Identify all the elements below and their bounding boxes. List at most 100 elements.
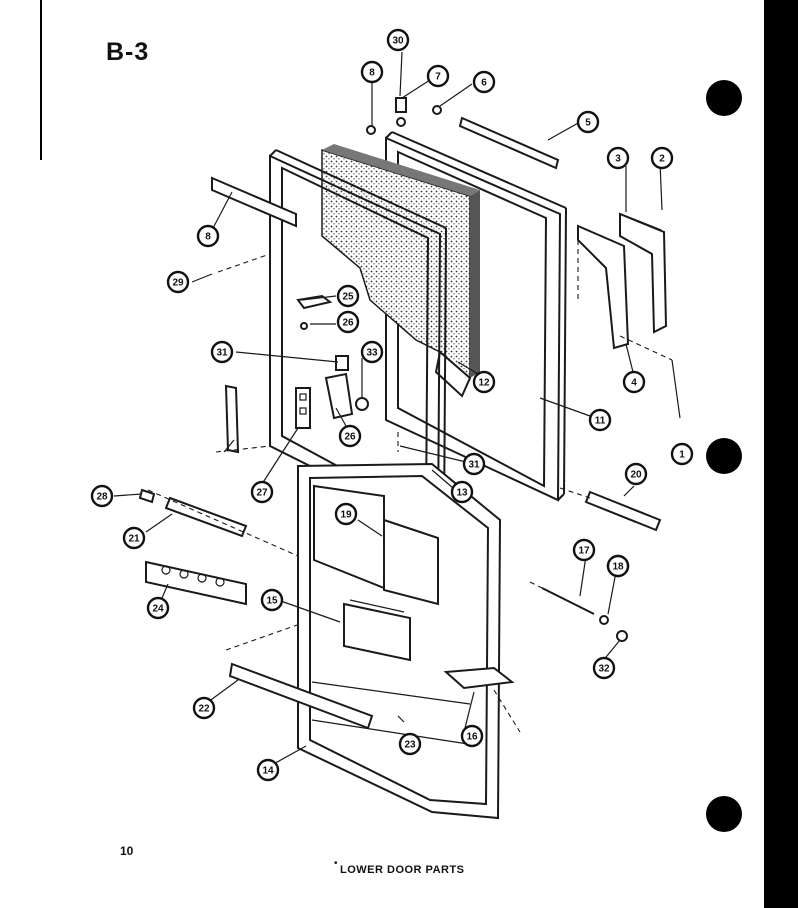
callout-3: 3 bbox=[606, 146, 630, 170]
callout-label: 13 bbox=[456, 488, 468, 499]
callout-circle bbox=[398, 732, 422, 756]
control-parts bbox=[224, 294, 369, 454]
callout-label: 20 bbox=[630, 470, 642, 481]
callout-6: 6 bbox=[472, 70, 496, 94]
callout-circle bbox=[572, 538, 596, 562]
hinge-pin bbox=[541, 587, 595, 615]
binder-hole-top bbox=[706, 80, 742, 116]
callout-label: 33 bbox=[366, 348, 378, 359]
callout-12: 12 bbox=[472, 370, 496, 394]
upper-left-trim bbox=[211, 176, 297, 228]
callout-label: 23 bbox=[404, 740, 416, 751]
bushing-part bbox=[395, 97, 407, 113]
callout-label: 6 bbox=[481, 78, 487, 89]
callout-label: 16 bbox=[466, 732, 478, 743]
callout-19: 19 bbox=[334, 502, 358, 526]
callout-label: 4 bbox=[631, 378, 637, 389]
callout-26: 26 bbox=[338, 424, 362, 448]
callout-circle bbox=[450, 480, 474, 504]
callout-label: 3 bbox=[615, 154, 621, 165]
callout-8: 8 bbox=[360, 60, 384, 84]
callout-circle bbox=[336, 310, 360, 334]
callout-circle bbox=[360, 60, 384, 84]
callout-label: 17 bbox=[578, 546, 590, 557]
callout-17: 17 bbox=[572, 538, 596, 562]
callout-label: 25 bbox=[342, 292, 354, 303]
callout-circle bbox=[592, 656, 616, 680]
callout-circle bbox=[472, 370, 496, 394]
callout-circle bbox=[606, 554, 630, 578]
callout-label: 32 bbox=[598, 664, 610, 675]
assembly-guide-lines bbox=[147, 240, 673, 733]
callout-label: 28 bbox=[96, 492, 108, 503]
callout-16: 16 bbox=[460, 724, 484, 748]
lower-door-liner bbox=[297, 462, 502, 820]
callout-5: 5 bbox=[576, 110, 600, 134]
callout-circle bbox=[166, 270, 190, 294]
callout-14: 14 bbox=[256, 758, 280, 782]
callout-circle bbox=[122, 526, 146, 550]
hinge-cap bbox=[616, 630, 628, 642]
callout-label: 12 bbox=[478, 378, 490, 389]
callout-circle bbox=[90, 484, 114, 508]
callout-label: 26 bbox=[342, 318, 354, 329]
callout-circle bbox=[624, 462, 648, 486]
callout-28: 28 bbox=[90, 484, 114, 508]
callout-circle bbox=[210, 340, 234, 364]
callout-4: 4 bbox=[622, 370, 646, 394]
callout-circle bbox=[260, 588, 284, 612]
clip-part bbox=[138, 488, 156, 504]
callout-label: 7 bbox=[435, 72, 441, 83]
callout-circle bbox=[386, 28, 410, 52]
insulation-block bbox=[321, 144, 480, 398]
washer-part bbox=[366, 125, 376, 135]
callout-label: 31 bbox=[468, 460, 480, 471]
callout-circle bbox=[460, 724, 484, 748]
small-tray bbox=[443, 666, 515, 690]
diagram-caption: LOWER DOOR PARTS bbox=[340, 864, 465, 876]
callout-circle bbox=[576, 110, 600, 134]
callout-27: 27 bbox=[250, 480, 274, 504]
callout-18: 18 bbox=[606, 554, 630, 578]
caption-marker: • bbox=[334, 858, 338, 869]
callout-label: 8 bbox=[205, 232, 211, 243]
callout-label: 29 bbox=[172, 278, 184, 289]
callout-23: 23 bbox=[398, 732, 422, 756]
callout-circle bbox=[622, 370, 646, 394]
callout-circle bbox=[360, 340, 384, 364]
callout-label: 27 bbox=[256, 488, 268, 499]
callout-circle bbox=[334, 502, 358, 526]
top-trim-strip bbox=[458, 116, 560, 170]
callout-circle bbox=[472, 70, 496, 94]
page-number: 10 bbox=[120, 844, 134, 858]
callout-circle bbox=[256, 758, 280, 782]
callout-label: 8 bbox=[369, 68, 375, 79]
callout-circle bbox=[338, 424, 362, 448]
callout-label: 14 bbox=[262, 766, 274, 777]
callout-label: 26 bbox=[344, 432, 356, 443]
callout-25: 25 bbox=[336, 284, 360, 308]
callout-8: 8 bbox=[196, 224, 220, 248]
callout-layer: 1234567881112131415161718181920212223242… bbox=[90, 28, 694, 782]
callout-7: 7 bbox=[426, 64, 450, 88]
bottom-trim bbox=[584, 490, 662, 532]
callout-20: 20 bbox=[624, 462, 648, 486]
callout-31: 31 bbox=[462, 452, 486, 476]
scan-edge-left bbox=[40, 0, 42, 160]
binder-hole-middle bbox=[706, 438, 742, 474]
hinge-washer bbox=[599, 615, 609, 625]
callout-label: 11 bbox=[595, 416, 606, 427]
callout-circle bbox=[192, 696, 216, 720]
callout-circle bbox=[196, 224, 220, 248]
callout-circle bbox=[670, 442, 694, 466]
callout-leaders bbox=[113, 51, 681, 767]
callout-30: 30 bbox=[386, 28, 410, 52]
callout-label: 30 bbox=[392, 36, 404, 47]
callout-15: 15 bbox=[260, 588, 284, 612]
callout-29: 29 bbox=[166, 270, 190, 294]
screw-part bbox=[432, 105, 442, 115]
callout-label: 18 bbox=[612, 562, 624, 573]
callout-11: 11 bbox=[588, 408, 612, 432]
